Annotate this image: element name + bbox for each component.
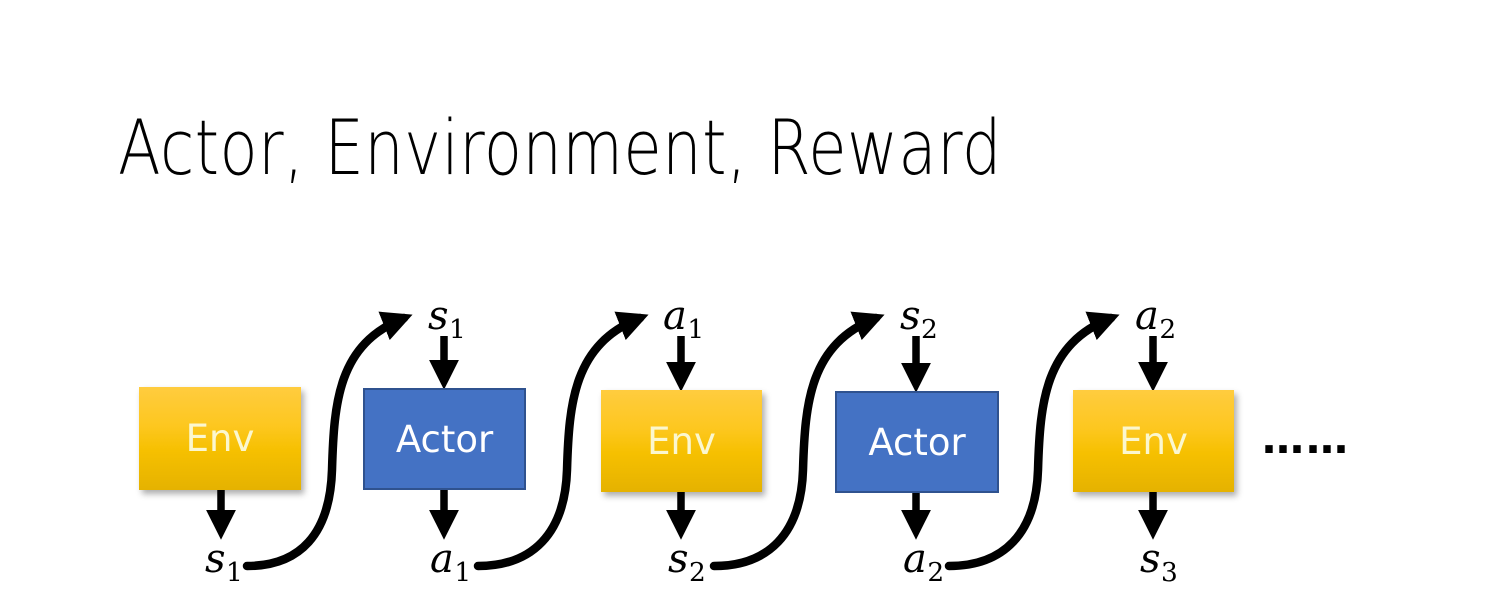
label-top-a2: a2 bbox=[1135, 296, 1176, 343]
actor-block-2[interactable]: Actor bbox=[835, 391, 999, 493]
label-bottom-s3: s3 bbox=[1140, 539, 1178, 586]
actor-block-2-label: Actor bbox=[868, 420, 966, 464]
down-arrows-out-of-boxes bbox=[206, 490, 1168, 540]
label-bottom-a2: a2 bbox=[903, 539, 944, 586]
label-top-a2-sub: 2 bbox=[1159, 313, 1177, 345]
label-top-s1: s1 bbox=[428, 296, 466, 343]
label-top-s1-base: s bbox=[428, 293, 449, 339]
label-top-a1-sub: 1 bbox=[687, 313, 705, 345]
label-top-s2: s2 bbox=[900, 296, 938, 343]
down-arrows-into-boxes bbox=[429, 336, 1168, 393]
label-bottom-a2-sub: 2 bbox=[927, 556, 945, 588]
label-bottom-s1-base: s bbox=[205, 536, 226, 582]
label-bottom-s2-base: s bbox=[668, 536, 689, 582]
env-block-2[interactable]: Env bbox=[601, 390, 762, 492]
label-bottom-s2: s2 bbox=[668, 539, 706, 586]
label-bottom-s2-sub: 2 bbox=[689, 556, 706, 588]
env-block-2-label: Env bbox=[647, 419, 716, 463]
env-block-1-label: Env bbox=[185, 417, 255, 460]
actor-block-1-label: Actor bbox=[395, 417, 494, 461]
label-bottom-s1: s1 bbox=[205, 539, 243, 586]
label-bottom-a2-base: a bbox=[903, 536, 927, 582]
label-bottom-a1-base: a bbox=[430, 536, 454, 582]
label-bottom-a1: a1 bbox=[430, 539, 471, 586]
label-bottom-s1-sub: 1 bbox=[226, 556, 243, 588]
label-bottom-a1-sub: 1 bbox=[454, 556, 472, 588]
actor-block-1[interactable]: Actor bbox=[363, 388, 526, 490]
label-bottom-s3-base: s bbox=[1140, 536, 1161, 582]
continuation-ellipsis: …… bbox=[1262, 414, 1350, 463]
label-top-s1-sub: 1 bbox=[449, 313, 466, 345]
env-block-3[interactable]: Env bbox=[1073, 390, 1234, 492]
label-top-a2-base: a bbox=[1135, 293, 1159, 339]
label-top-s2-base: s bbox=[900, 293, 921, 339]
page-title: Actor, Environment, Reward bbox=[118, 103, 1002, 192]
label-top-s2-sub: 2 bbox=[921, 313, 938, 345]
label-bottom-s3-sub: 3 bbox=[1161, 556, 1178, 588]
env-block-3-label: Env bbox=[1119, 419, 1188, 463]
label-top-a1-base: a bbox=[663, 293, 687, 339]
env-block-1[interactable]: Env bbox=[139, 387, 301, 490]
label-top-a1: a1 bbox=[663, 296, 704, 343]
